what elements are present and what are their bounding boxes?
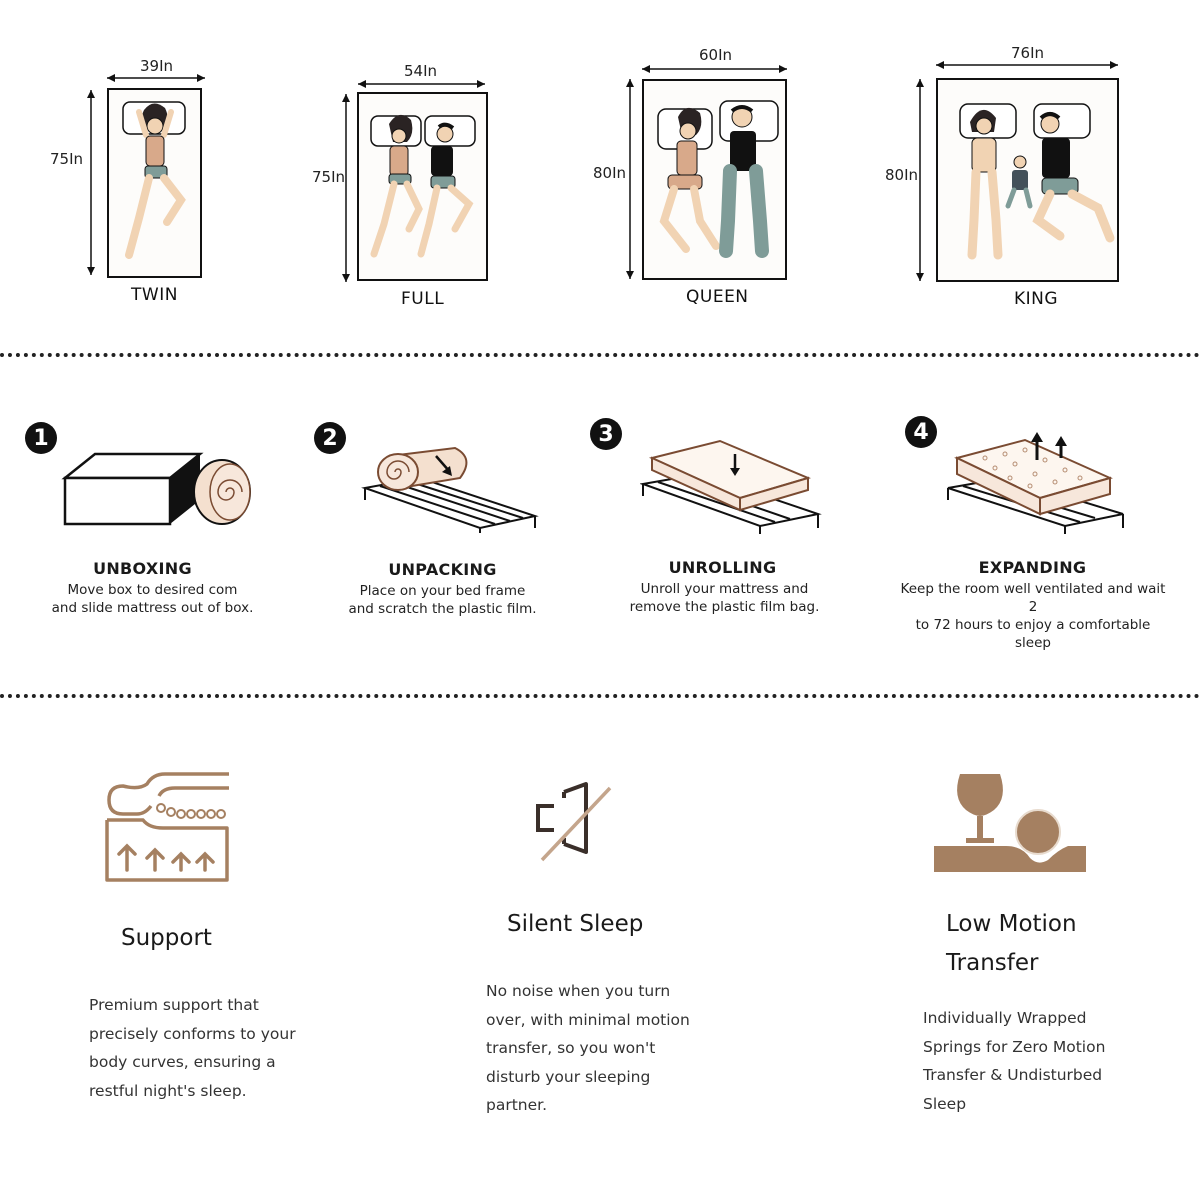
step-1-badge: 1 [25, 422, 57, 454]
full-dimension-arrows [342, 80, 485, 282]
silent-sleep-desc-line: partner. [486, 1096, 548, 1114]
twin-label: TWIN [131, 285, 178, 305]
queen-width-label: 60In [699, 46, 733, 64]
silent-sleep-desc-line: disturb your sleeping [486, 1067, 651, 1086]
step-4-title: EXPANDING [978, 558, 1087, 577]
twin-width-label: 39In [140, 57, 174, 75]
step-4-badge: 4 [905, 416, 937, 448]
step-2-desc-line1: Place on your bed frame [359, 583, 526, 599]
body-support-icon [105, 772, 229, 882]
step-3-badge: 3 [590, 418, 622, 450]
step-1-desc: Move box to desired com and slide mattre… [40, 581, 265, 617]
step-3-desc-line1: Unroll your mattress and [640, 581, 809, 597]
full-label: FULL [401, 289, 445, 309]
low-motion-title-line2: Transfer [946, 950, 1039, 976]
low-motion-desc-line: Transfer & Undisturbed [923, 1066, 1103, 1084]
sleeping-person-icon [122, 101, 186, 259]
sleeping-couple-icon [370, 114, 476, 258]
step-2-desc: Place on your bed frame and scratch the … [330, 582, 555, 618]
queen-dimension-arrows [626, 65, 787, 279]
twin-length-label: 75In [50, 150, 84, 168]
queen-length-label: 80In [593, 164, 627, 182]
support-description: Premium support that precisely conforms … [89, 991, 319, 1105]
silent-sleep-desc-line: No noise when you turn [486, 982, 671, 1000]
sleeping-family-icon [959, 103, 1115, 260]
step-3-desc-line2: remove the plastic film bag. [629, 599, 820, 615]
king-bed [936, 78, 1119, 282]
wine-glass-motion-icon [934, 774, 1086, 872]
king-label: KING [1014, 289, 1059, 309]
low-motion-desc-line: Springs for Zero Motion [923, 1037, 1106, 1056]
step-4-desc: Keep the room well ventilated and wait 2… [897, 580, 1169, 652]
mattress-unrolling-icon [640, 439, 822, 534]
bed-frame-unpacking-icon [361, 446, 539, 533]
low-motion-description: Individually Wrapped Springs for Zero Mo… [923, 1004, 1163, 1118]
sleeping-couple-icon [657, 100, 779, 258]
step-1-desc-line2: and slide mattress out of box. [51, 600, 254, 616]
support-desc-line: Premium support that [89, 996, 259, 1014]
section-divider [0, 694, 1200, 698]
support-title: Support [121, 925, 212, 951]
step-2-desc-line2: and scratch the plastic film. [348, 601, 537, 617]
support-desc-line: body curves, ensuring a [89, 1053, 276, 1071]
silent-sleep-description: No noise when you turn over, with minima… [486, 977, 716, 1120]
step-2-title: UNPACKING [388, 560, 497, 579]
step-1-title: UNBOXING [93, 559, 192, 578]
low-motion-title: Low Motion Transfer [946, 905, 1077, 983]
step-3-title: UNROLLING [668, 558, 777, 577]
step-4-desc-line1: Keep the room well ventilated and wait 2 [900, 581, 1166, 615]
queen-bed [642, 79, 787, 280]
king-length-label: 80In [885, 166, 919, 184]
step-3-desc: Unroll your mattress and remove the plas… [612, 580, 837, 616]
step-4-desc-line2: to 72 hours to enjoy a comfortable sleep [915, 617, 1151, 651]
mute-speaker-icon [536, 782, 612, 862]
full-bed [357, 92, 488, 281]
mattress-expanding-icon [947, 432, 1124, 534]
step-2-badge: 2 [314, 422, 346, 454]
queen-label: QUEEN [686, 287, 749, 307]
king-width-label: 76In [1011, 44, 1045, 62]
support-desc-line: precisely conforms to your [89, 1024, 296, 1043]
low-motion-desc-line: Sleep [923, 1094, 967, 1113]
twin-dimension-arrows [87, 74, 205, 275]
low-motion-title-line1: Low Motion [946, 911, 1077, 937]
silent-sleep-desc-line: transfer, so you won't [486, 1039, 656, 1057]
section-divider [0, 353, 1200, 357]
full-width-label: 54In [404, 62, 438, 80]
step-1-desc-line1: Move box to desired com [67, 582, 238, 598]
king-dimension-arrows [916, 61, 1118, 281]
full-length-label: 75In [312, 168, 346, 186]
silent-sleep-title: Silent Sleep [507, 911, 644, 937]
low-motion-desc-line: Individually Wrapped [923, 1009, 1087, 1027]
silent-sleep-desc-line: over, with minimal motion [486, 1010, 690, 1029]
box-unboxing-icon [61, 452, 251, 526]
support-desc-line: restful night's sleep. [89, 1081, 247, 1100]
twin-bed [107, 88, 202, 278]
